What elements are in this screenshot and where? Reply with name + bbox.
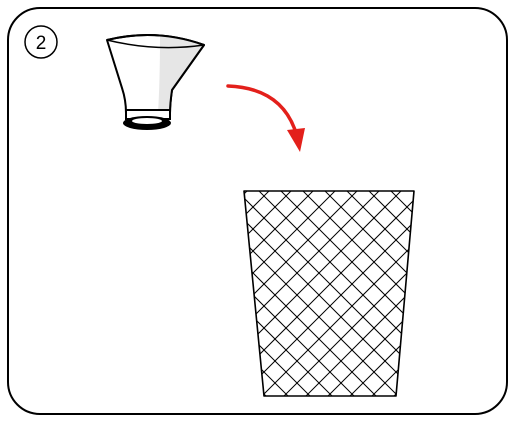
funnel-nozzle-icon (106, 34, 205, 130)
mesh-line (244, 191, 414, 396)
step-badge: 2 (24, 25, 58, 59)
mesh-line (335, 191, 414, 396)
step-badge-circle (24, 25, 58, 59)
mesh-line (269, 191, 414, 396)
mesh-line (335, 191, 414, 396)
mesh-line (357, 191, 414, 396)
mesh-line (357, 191, 414, 396)
mesh-line (313, 191, 414, 396)
mesh-line (313, 191, 414, 396)
curved-arrow-icon (226, 84, 305, 152)
step-number: 2 (36, 33, 47, 54)
mesh-line (247, 191, 414, 396)
